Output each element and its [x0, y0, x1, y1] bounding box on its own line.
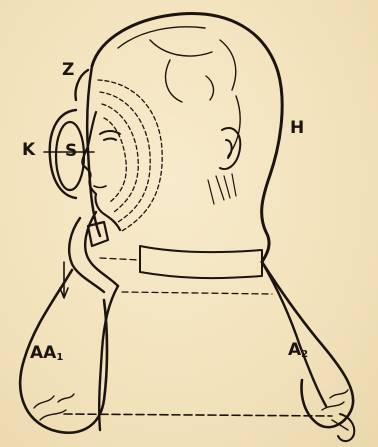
collar — [140, 246, 262, 278]
label-a2: A2 — [288, 342, 308, 360]
face-eye — [100, 131, 120, 140]
label-aa1-main: AA — [30, 343, 56, 363]
inner-contour-1 — [98, 80, 162, 232]
bag-aa1-fringe — [34, 394, 74, 420]
hood-outline — [92, 13, 282, 262]
torso-bottom — [64, 414, 332, 416]
collar-dashes — [100, 258, 272, 294]
hood-front-edge — [87, 66, 100, 236]
label-s: S — [65, 143, 77, 160]
label-h: H — [290, 120, 304, 137]
hood-seam-1 — [118, 27, 236, 90]
label-aa1-sub: 1 — [56, 352, 63, 363]
label-k: K — [22, 142, 35, 159]
face-mouth — [94, 186, 106, 188]
eyepiece-frame — [50, 70, 88, 198]
torso-right — [262, 262, 326, 406]
label-a2-sub: 2 — [301, 349, 308, 360]
ear — [220, 128, 240, 169]
neck-shading — [208, 174, 236, 204]
label-aa1: AA1 — [30, 345, 63, 363]
bag-a2-fringe — [322, 390, 348, 430]
label-z: Z — [62, 62, 74, 79]
label-a2-main: A — [288, 340, 301, 360]
